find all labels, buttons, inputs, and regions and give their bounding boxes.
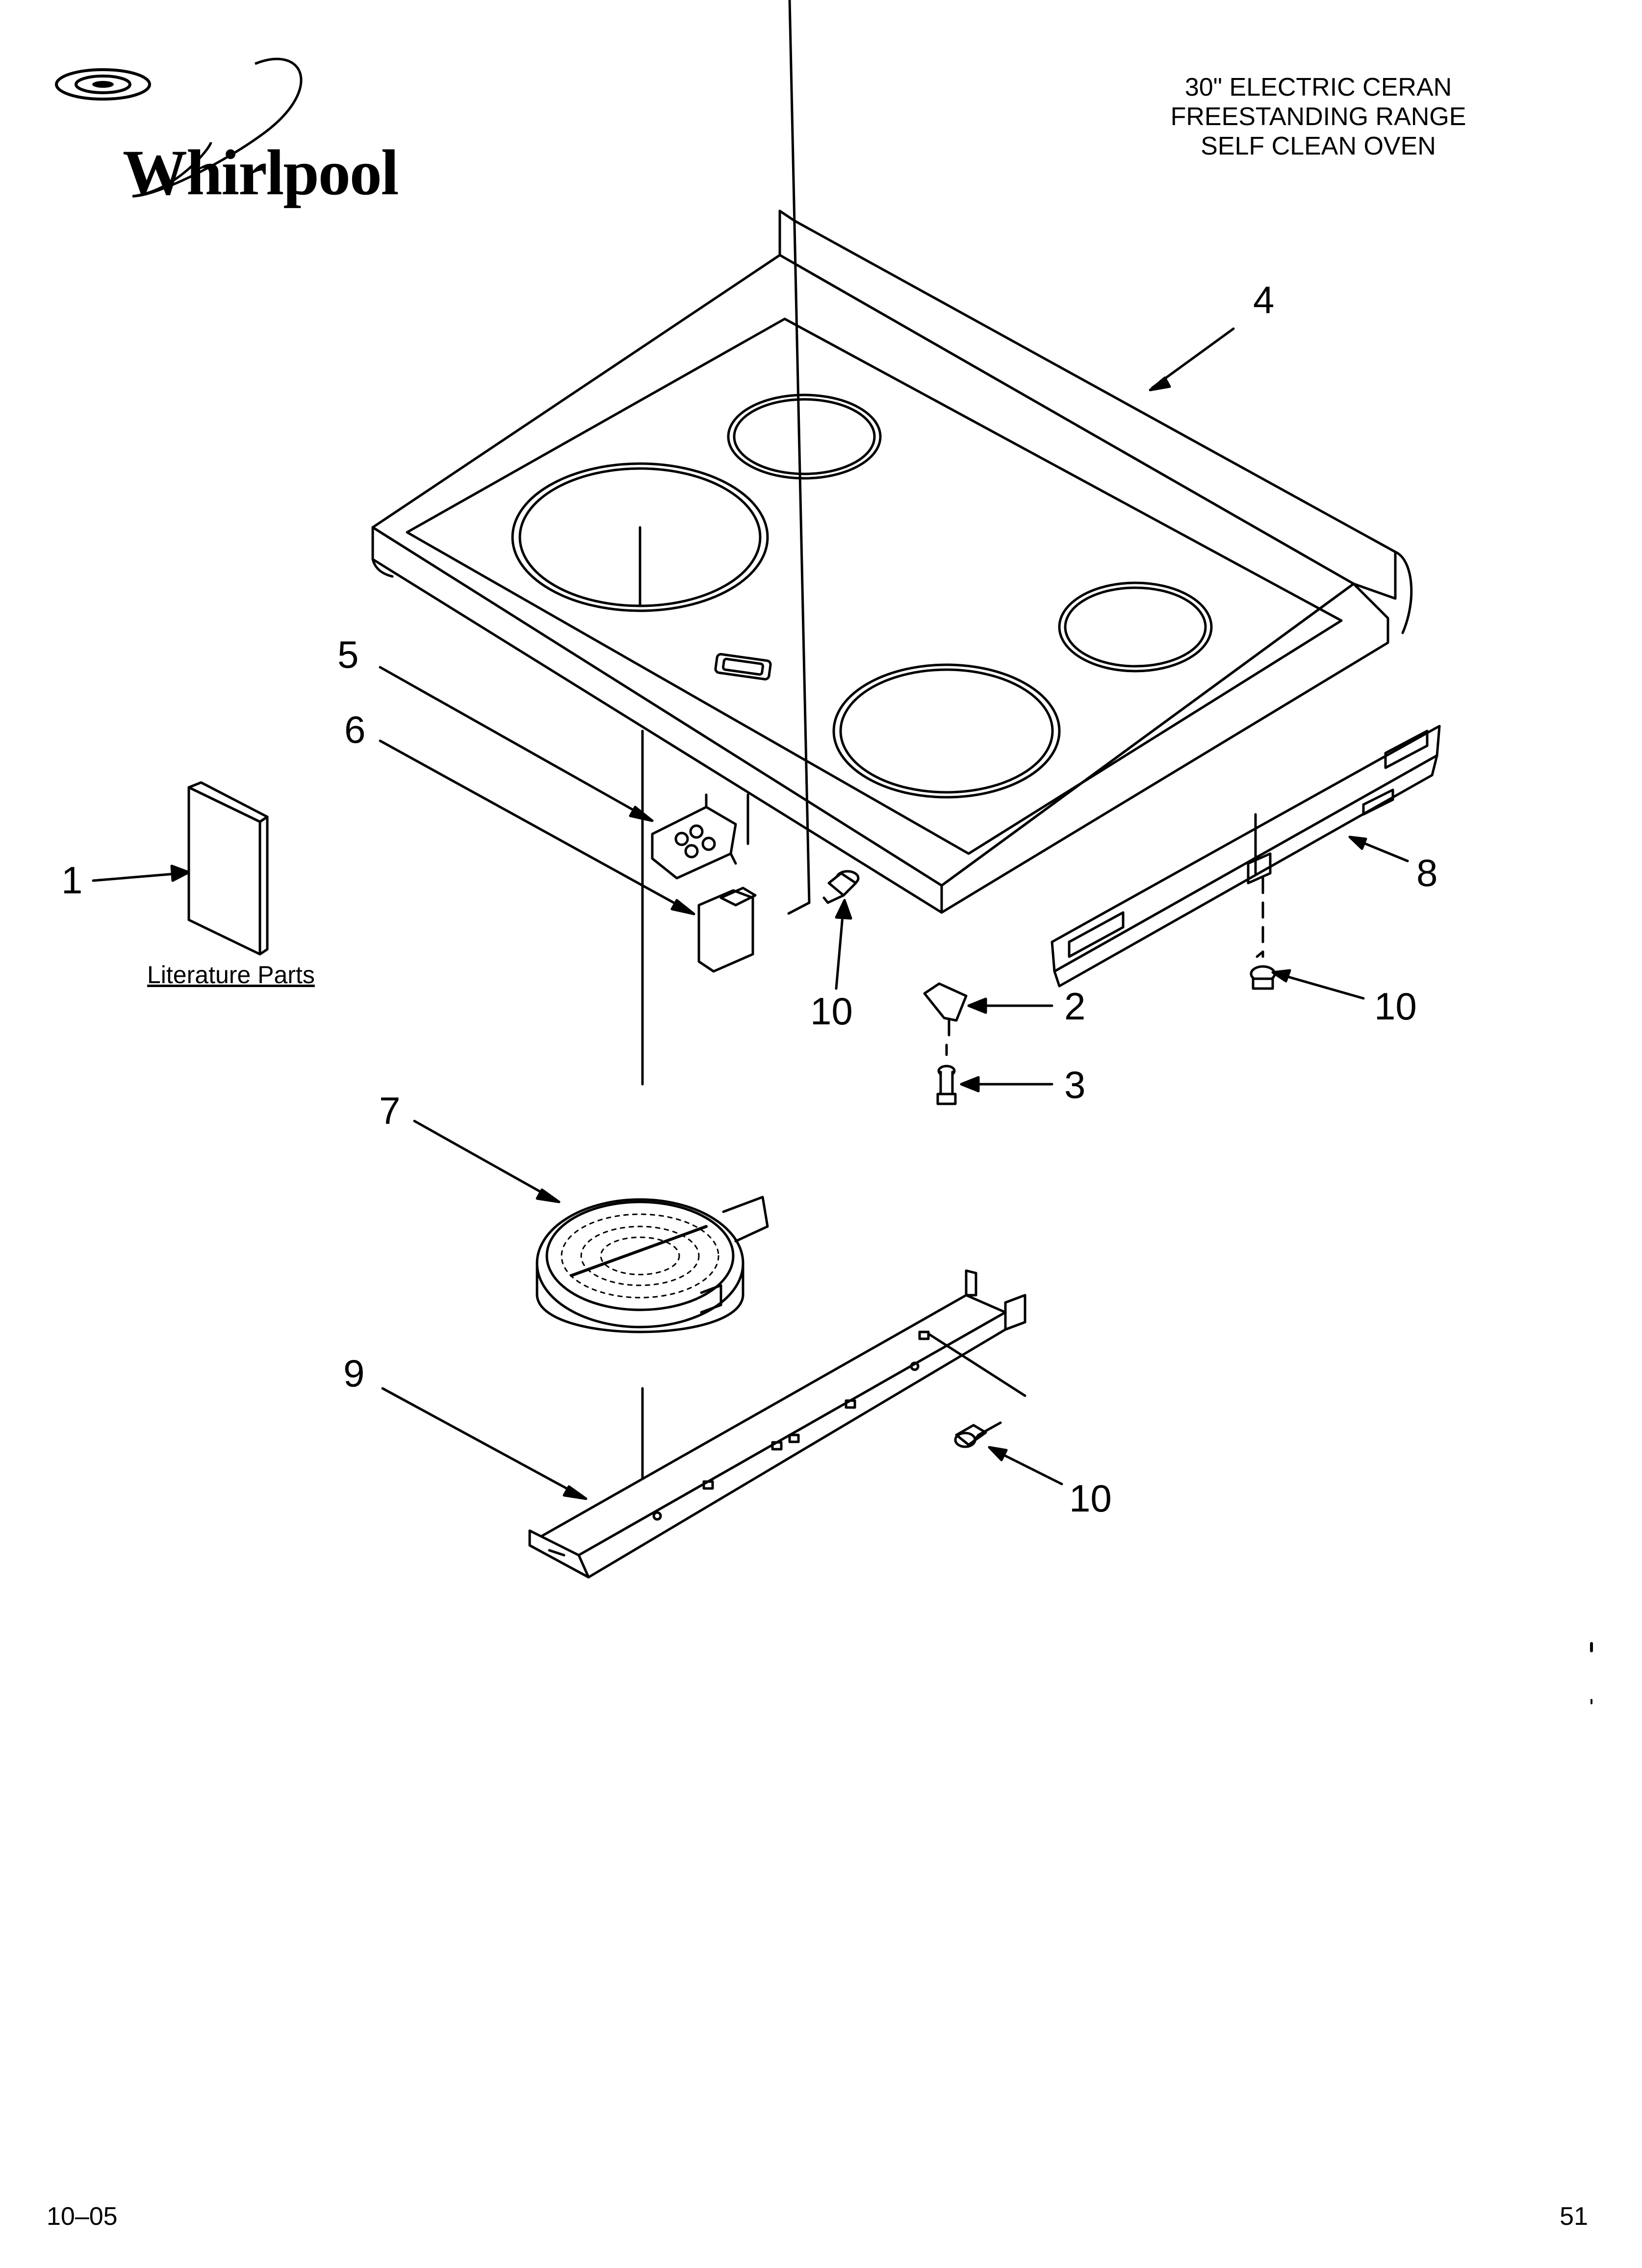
whirlpool-logo: Whirlpool <box>49 49 399 211</box>
cooktop-glass-top <box>371 209 1413 914</box>
screw-bar <box>954 1421 1002 1448</box>
indicator-switch <box>651 793 737 880</box>
radiant-surface-element <box>536 1196 769 1333</box>
callout-2: 2 <box>1064 985 1086 1028</box>
title-line-2: FREESTANDING RANGE <box>1170 103 1466 131</box>
callout-10-switch-screw: 10 <box>810 990 853 1033</box>
burner-right-rear <box>1058 581 1213 673</box>
switch-bracket <box>697 886 757 973</box>
callout-6: 6 <box>344 708 366 751</box>
screw-clip <box>936 1065 957 1105</box>
callout-10-bar-screw: 10 <box>1069 1477 1112 1520</box>
screw-rail <box>1250 950 1276 990</box>
element-support-bar <box>528 1269 1026 1579</box>
side-rail <box>1051 725 1441 988</box>
logo-wordmark: Whirlpool <box>123 136 399 209</box>
footer-date-code: 10–05 <box>47 2202 118 2231</box>
burner-center-rear <box>727 393 882 480</box>
callout-9: 9 <box>343 1352 365 1395</box>
footer-page-number: 51 <box>1560 2202 1588 2231</box>
callout-4: 4 <box>1253 278 1275 321</box>
screw-switch <box>822 870 860 904</box>
mounting-clip <box>923 982 968 1037</box>
callout-10-rail-screw: 10 <box>1374 985 1417 1028</box>
burner-front <box>832 663 1061 799</box>
logo-swirl-icon <box>55 57 303 198</box>
callout-3: 3 <box>1064 1063 1086 1106</box>
literature-booklet <box>187 781 269 956</box>
callout-8: 8 <box>1416 851 1438 894</box>
callout-5: 5 <box>337 633 359 676</box>
leader-lines <box>92 327 1409 1500</box>
title-line-3: SELF CLEAN OVEN <box>1201 132 1436 160</box>
title-line-1: 30" ELECTRIC CERAN <box>1184 73 1452 102</box>
callout-1: 1 <box>61 859 83 902</box>
literature-parts-label: Literature Parts <box>147 961 315 989</box>
burner-left-rear <box>511 462 769 612</box>
diagram-title: 30" ELECTRIC CERAN FREESTANDING RANGE SE… <box>1073 73 1564 161</box>
callout-7: 7 <box>379 1089 401 1132</box>
